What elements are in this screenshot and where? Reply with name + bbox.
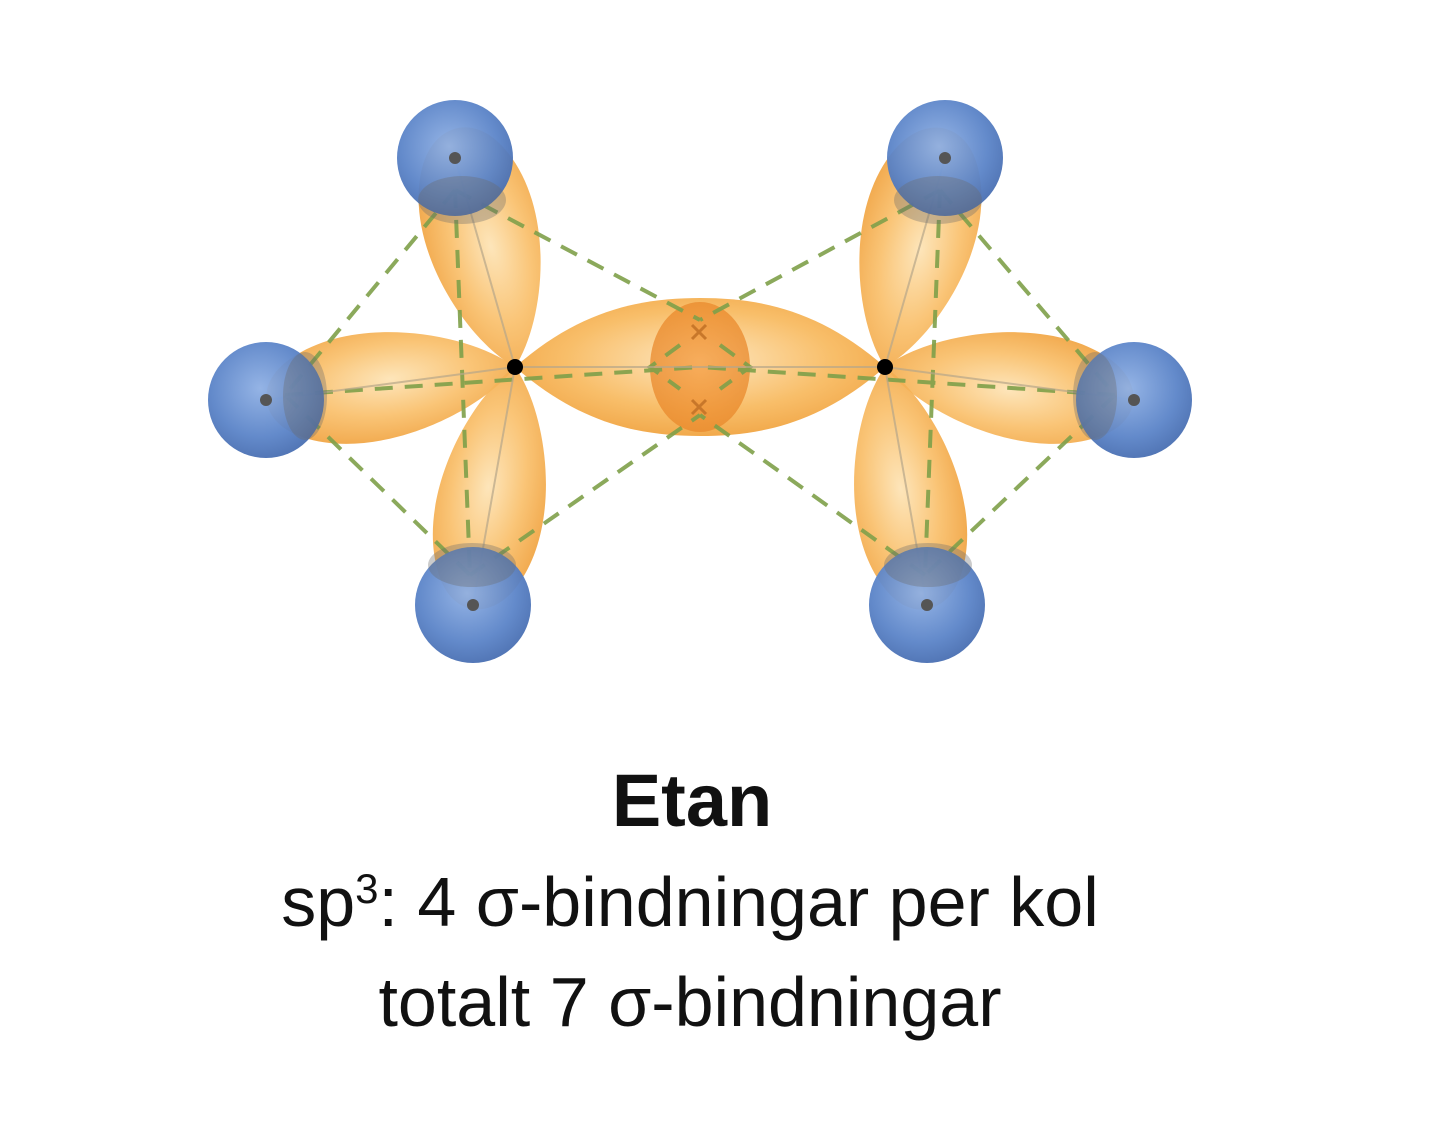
hydrogen-atom bbox=[1073, 342, 1192, 458]
total-bonds-line: totalt 7 σ-bindningar bbox=[378, 963, 1002, 1041]
carbon-nuclei bbox=[507, 359, 893, 375]
hydrogen-atom bbox=[887, 100, 1003, 224]
ethane-orbital-diagram bbox=[208, 100, 1192, 663]
bonds-per-carbon-text: : 4 σ-bindningar per kol bbox=[378, 863, 1099, 941]
hydrogen-atom bbox=[397, 100, 513, 224]
carbon-nucleus bbox=[507, 359, 523, 375]
hydrogen-atom bbox=[415, 543, 531, 663]
hydrogen-atoms bbox=[208, 100, 1192, 663]
hydrogen-atom bbox=[869, 543, 985, 663]
hybridization-line: sp3: 4 σ-bindningar per kol bbox=[0, 862, 1410, 942]
hydrogen-atom bbox=[208, 342, 327, 458]
carbon-nucleus bbox=[877, 359, 893, 375]
hybridization-superscript: 3 bbox=[355, 864, 379, 912]
center-x-marks bbox=[690, 323, 708, 416]
molecule-title: Etan bbox=[611, 759, 773, 842]
hybridization-prefix: sp bbox=[281, 863, 356, 941]
